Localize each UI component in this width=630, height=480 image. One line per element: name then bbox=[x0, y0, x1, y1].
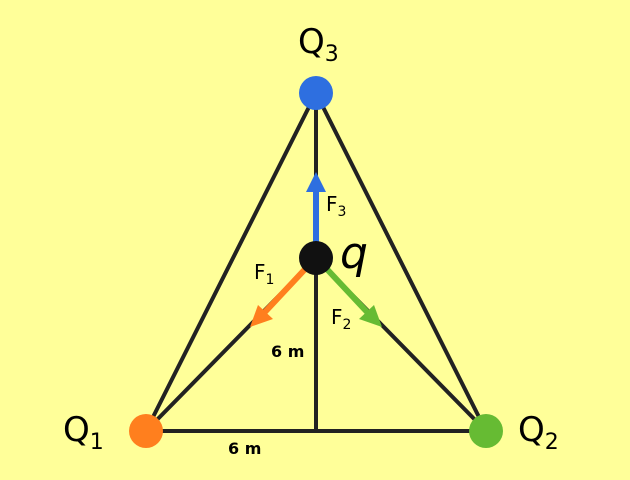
force-label-main: F bbox=[331, 305, 343, 329]
force-label-f3: F3 bbox=[326, 192, 346, 220]
force-arrow-f2 bbox=[321, 263, 371, 316]
force-label-f2: F2 bbox=[331, 305, 351, 333]
charge-q1-dot bbox=[129, 414, 163, 448]
charge-label-q3: Q3 bbox=[298, 22, 339, 67]
charge-label-main: Q bbox=[63, 410, 90, 450]
arrowhead-f2 bbox=[359, 305, 382, 327]
force-label-f1: F1 bbox=[254, 260, 274, 288]
charge-label-sub: 2 bbox=[544, 430, 559, 455]
charge-label-sub: 1 bbox=[89, 430, 104, 455]
force-label-sub: 1 bbox=[265, 272, 275, 288]
arrowhead-f1 bbox=[250, 305, 273, 327]
force-label-sub: 2 bbox=[342, 317, 352, 333]
force-label-main: F bbox=[254, 260, 266, 284]
test-charge-label: q bbox=[340, 228, 368, 279]
edge-q2-q3 bbox=[314, 91, 488, 433]
charge-label-sub: 3 bbox=[324, 42, 339, 67]
charge-label-main: Q bbox=[518, 410, 545, 450]
charge-label-main: Q bbox=[298, 22, 325, 62]
force-arrow-f1 bbox=[261, 263, 311, 316]
base-dimension-label: 6 m bbox=[228, 439, 262, 458]
force-label-main: F bbox=[326, 192, 338, 216]
charge-label-q1: Q1 bbox=[63, 410, 104, 455]
charge-label-q2: Q2 bbox=[518, 410, 559, 455]
edge-q1-q3 bbox=[144, 91, 318, 433]
test-charge-dot bbox=[299, 241, 333, 275]
arrowhead-f3 bbox=[306, 172, 326, 192]
force-label-sub: 3 bbox=[337, 204, 347, 220]
charge-q2-dot bbox=[469, 414, 503, 448]
charge-q3-dot bbox=[299, 76, 333, 110]
height-dimension-label: 6 m bbox=[271, 342, 305, 361]
